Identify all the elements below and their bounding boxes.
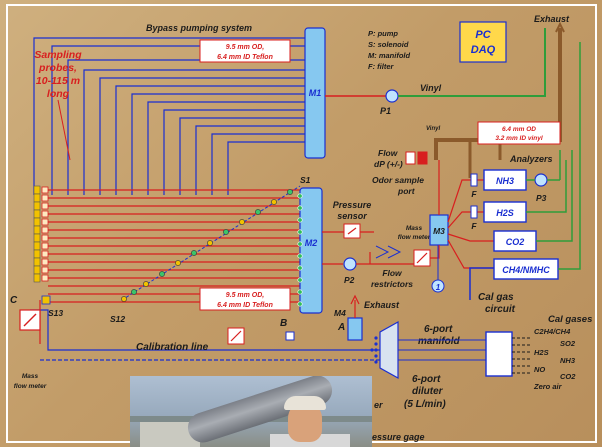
m2-label: M2 [305,238,318,248]
odor-label-2: port [397,186,416,196]
probes-label-1: Sampling [34,49,82,61]
sampling-lines [48,190,300,302]
inset-photo [130,376,372,447]
gas-diluter-box [486,332,512,376]
m3-label: M3 [433,226,445,236]
analyzer-ch4-label: CH4/NMHC [502,265,550,275]
probe-filters [42,187,48,281]
filter-label-2: F [471,221,477,231]
cal-gas-label-1: Cal gas [478,292,514,303]
s13-label: S13 [48,308,63,318]
calibration-line-label: Calibration line [136,342,209,353]
valve-c [42,296,50,304]
pump-p2 [344,258,356,270]
cal-gases-title: Cal gases [548,314,592,325]
analyzers-label: Analyzers [509,154,553,164]
flow-restrictors [376,246,400,258]
pipe-note-top-2: 6.4 mm ID Teflon [217,54,273,61]
m4-label: M4 [334,308,346,318]
pressure-label-1: Pressure [333,200,372,210]
diluter-label-3: (5 L/min) [404,399,446,410]
pump-p3 [535,174,547,186]
analyzer-nh3-label: NH3 [496,176,514,186]
pipe-note-bottom-1: 9.5 mm OD, [226,292,265,299]
cal-gas-lines [512,338,530,373]
manifold6-label-1: 6-port [424,324,453,335]
exhaust-mid-label: Exhaust [364,300,400,310]
flow-dp-sensor [406,152,415,164]
cal-gas-label-2: circuit [485,304,516,315]
legend-solenoid: S: solenoid [368,40,409,49]
gas-1: C2H4/CH4 [534,327,571,336]
mfm-left-label-1: Mass [22,373,39,380]
gas-2: SO2 [560,339,576,348]
p2-label: P2 [344,275,355,285]
six-port-manifold [380,322,398,378]
legend-filter: F: filter [368,62,394,71]
gas-5: NO [534,365,545,374]
pipe-note-top-1: 9.5 mm OD, [226,44,265,51]
vinyl-label-2: Vinyl [426,126,440,132]
pressure-label-2: sensor [337,211,367,221]
mfm-left-label-2: flow meter [14,383,47,390]
restrictors-label-1: Flow [382,268,403,278]
manifold6-label-2: manifold [418,336,461,347]
manifold-m4 [348,318,362,340]
daq-label: DAQ [471,44,496,56]
pc-daq-box [460,22,506,62]
mfm-label-1: Mass [406,225,423,232]
restrictors-label-2: restrictors [371,279,413,289]
gas-4: NH3 [560,356,576,365]
diluter-label-1: 6-port [412,374,441,385]
port-1-label: 1 [436,283,441,292]
a-label: A [337,322,345,333]
pipe-note-bottom-2: 6.4 mm ID Teflon [217,302,273,309]
probes-label-3: 10-115 m [36,75,80,87]
filter-nh3 [471,174,477,186]
legend-pump: P: pump [368,29,398,38]
c-label: C [10,295,18,306]
probe-inlets [34,186,40,282]
flow-dp-sensor-2 [418,152,427,164]
p1-label: P1 [380,106,391,116]
pump-p1 [386,90,398,102]
flow-label-1: Flow [378,148,399,158]
odor-label-1: Odor sample [372,175,424,185]
gas-3: H2S [534,348,549,357]
probes-label-2: probes, [38,62,77,74]
probes-label-4: long [47,88,70,100]
s1-label: S1 [300,175,311,185]
vinyl-note-1: 6.4 mm OD [502,126,536,133]
filter-label-1: F [471,189,477,199]
legend-manifold: M: manifold [368,51,410,60]
manifold-m2 [300,188,322,313]
diluter-label-2: diluter [412,386,444,397]
pc-label: PC [475,29,491,41]
p3-label: P3 [536,193,547,203]
exhaust-top-label: Exhaust [534,14,570,24]
mfm-label-2: flow meter [398,234,431,241]
analyzer-h2s-label: H2S [496,208,514,218]
pressure-gage-label: essure gage [372,432,425,442]
photo-partial-label: er [374,400,383,410]
filter-h2s [471,206,477,218]
flow-label-2: dP (+/-) [374,159,403,169]
valve-b [286,332,294,340]
gas-6: CO2 [560,372,576,381]
vinyl-note-2: 3.2 mm ID vinyl [495,135,543,142]
gas-7: Zero air [533,382,563,391]
bypass-title: Bypass pumping system [146,23,252,33]
b-label: B [280,318,287,329]
vinyl-label-1: Vinyl [420,83,442,93]
s12-label: S12 [110,314,125,324]
photo-person-cap [284,396,326,410]
m1-label: M1 [309,88,322,98]
analyzer-co2-label: CO2 [506,237,525,247]
